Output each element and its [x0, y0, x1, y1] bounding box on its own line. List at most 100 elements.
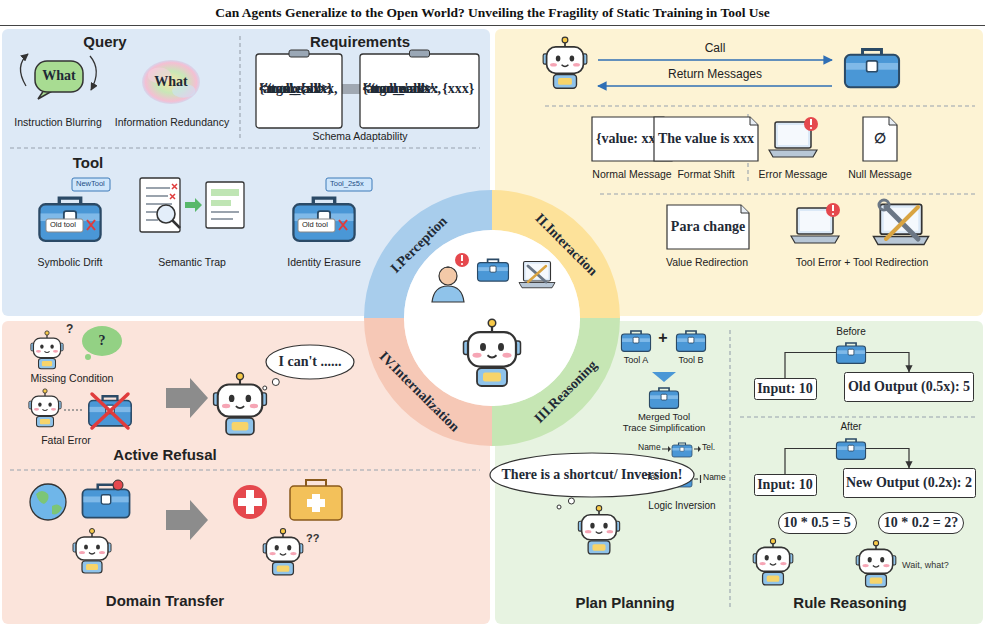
- caption: Information Redundancy: [115, 116, 229, 128]
- domain-target-icon: [238, 498, 262, 506]
- dashed-divider: [740, 416, 975, 417]
- caption: Symbolic Drift: [38, 256, 103, 268]
- blur-arrows: [90, 56, 96, 90]
- tool-tag: Old tool: [302, 221, 328, 230]
- math-bubble: 10 * 0.5 = 5: [778, 512, 857, 534]
- caption: Semantic Trap: [158, 256, 226, 268]
- section-heading: Requirements: [310, 33, 410, 50]
- blurred-bubble: What: [142, 60, 200, 104]
- stage-label: After: [840, 421, 861, 433]
- error-laptop-icon: [769, 117, 818, 157]
- tool-error-icon: [832, 213, 834, 215]
- blur-arrows: [20, 54, 28, 86]
- caption: Instruction Blurring: [14, 116, 102, 128]
- section-heading: Query: [83, 33, 126, 50]
- domain-target-icon: [306, 480, 326, 486]
- domain-target-icon: [233, 485, 267, 519]
- field-name: Name: [638, 443, 661, 453]
- semantic-trap-icon: [185, 198, 202, 212]
- domain-target-icon: [263, 529, 303, 575]
- call-return-icon: [845, 49, 899, 87]
- caption: Identity Erasure: [287, 256, 361, 268]
- node-text: 10 * 0.2 = 2?: [884, 515, 958, 531]
- tool-redirection-icon: [886, 207, 918, 239]
- center-emblem: [464, 319, 521, 386]
- center-emblem: [432, 253, 555, 386]
- caption: Missing Condition: [31, 372, 114, 384]
- fatal-error-icon: [29, 389, 131, 428]
- dashed-divider: [10, 147, 480, 148]
- value-box-outline: [754, 379, 816, 400]
- value-box: Input: 10: [754, 474, 817, 496]
- call-return-icon: [543, 37, 587, 88]
- dashed-divider: [600, 193, 975, 194]
- section-heading: Domain Transfer: [106, 592, 224, 609]
- dashed-divider: [729, 330, 730, 610]
- domain-source-icon: [36, 491, 62, 514]
- node-text: 10 * 0.5 = 5: [783, 515, 850, 531]
- plus-sign: +: [658, 329, 667, 347]
- message-document: The value is xxx: [653, 116, 759, 162]
- identity-erasure-icon: [326, 178, 372, 191]
- caption: Tool Error + Tool Redirection: [796, 256, 929, 268]
- caption: Format Shift: [677, 168, 734, 180]
- caption: Logic Inversion: [648, 500, 715, 512]
- message-document: Para change: [666, 204, 750, 250]
- speech-bubble-outline: [272, 379, 279, 386]
- semantic-trap-icon: [211, 200, 231, 206]
- logic-inversion-icon: [578, 506, 619, 554]
- field-name: Name: [703, 473, 726, 483]
- tool-tag: Old tool: [50, 221, 76, 230]
- center-emblem: [461, 263, 463, 265]
- question-bubble: ?: [82, 326, 122, 356]
- domain-source-icon: [113, 480, 123, 490]
- center-emblem: [461, 255, 463, 261]
- merge-icon: [621, 331, 650, 351]
- arrow-label: Return Messages: [668, 68, 762, 82]
- dashed-divider: [239, 36, 240, 140]
- call-return-icon: [598, 59, 832, 61]
- symbolic-drift-icon: [87, 220, 95, 230]
- dashed-divider: [545, 105, 975, 106]
- question-bubble-outline: [82, 326, 122, 356]
- section-panel: IV.Internalization?I can't ......: [2, 321, 490, 624]
- tool-tag: Tool_2s5x: [330, 180, 364, 189]
- message-document: ∅: [862, 116, 898, 162]
- center-emblem: [528, 266, 546, 282]
- node-text: What: [42, 68, 75, 84]
- semantic-trap-icon: [211, 212, 239, 219]
- rule-tool-icon: [753, 539, 793, 585]
- domain-source-icon: [73, 529, 111, 574]
- speech-bubble: What: [34, 60, 84, 100]
- dashed-divider: [10, 469, 480, 470]
- logic-inversion-icon: [700, 475, 701, 483]
- block-arrow: [166, 378, 208, 418]
- node-text: ?: [99, 333, 106, 349]
- semantic-trap-icon: [173, 221, 181, 229]
- domain-target-icon: [290, 486, 342, 520]
- refusing-robot: [214, 373, 267, 435]
- error-laptop-icon: [804, 117, 818, 131]
- clipboard-outline: [256, 54, 342, 128]
- section-heading: Plan Planning: [575, 594, 674, 611]
- title-rule: [0, 25, 985, 26]
- section-panel: III.ReasoningThere is a shortcut/ Invers…: [495, 321, 983, 624]
- clipboard-outline: [409, 50, 429, 57]
- caption: Null Message: [848, 168, 912, 180]
- caption: Fatal Error: [41, 434, 91, 446]
- caption: Error Message: [759, 168, 828, 180]
- tool-name: Tool A: [624, 355, 649, 365]
- value-box: Old Output (0.5x): 5: [844, 372, 974, 402]
- node-text: Input: 10: [757, 477, 813, 493]
- message-document-outline: [741, 205, 749, 213]
- node-text: </tool_call>: [363, 81, 433, 97]
- symbolic-drift-icon: [72, 178, 110, 191]
- identity-erasure-icon: [293, 178, 372, 241]
- center-ring: [364, 190, 620, 446]
- center-emblem: [439, 267, 457, 274]
- question-bubble-outline: [85, 354, 91, 360]
- tool-error-icon: [791, 203, 840, 243]
- blurred-bubble-outline: [142, 60, 200, 104]
- center-emblem: [528, 266, 546, 282]
